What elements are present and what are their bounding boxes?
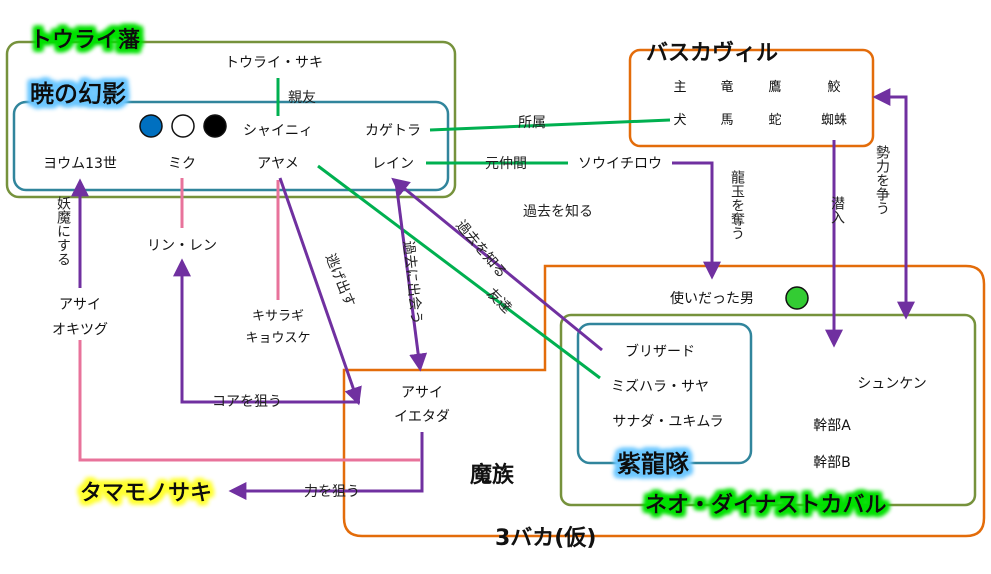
- node-mizuhara: ミズハラ・サヤ: [611, 379, 709, 395]
- tourai-box: [5, 40, 457, 199]
- bask-member: 馬: [720, 113, 733, 128]
- node-kanbu-a: 幹部A: [813, 417, 851, 434]
- label-core: コアを狙う: [212, 394, 282, 410]
- edge-okitsugu-ietada: [78, 340, 420, 462]
- edge-tomodachi: [317, 164, 601, 380]
- edge-core: [173, 258, 360, 404]
- bask-member: 蜘蛛: [821, 113, 847, 128]
- bask-member: 蛇: [768, 113, 781, 128]
- node-kagetora: カゲトラ: [365, 123, 421, 139]
- white-dot: [171, 114, 195, 138]
- label-ryugyoku: 龍玉を奪う: [729, 169, 745, 240]
- group-title-tamamo: タマモノサキ: [80, 481, 212, 506]
- node-tsukai: 使いだった男: [670, 290, 754, 307]
- shiryu-box: [576, 322, 753, 465]
- group-title-akatsuki: 暁の幻影: [30, 80, 126, 108]
- node-blizzard: ブリザード: [625, 343, 695, 360]
- edge-shozoku: [429, 118, 671, 132]
- label-seiryoku: 勢力を争う: [874, 145, 890, 215]
- node-asai-okitsugu-1: アサイ: [59, 297, 101, 313]
- edge-kako-deau: [394, 181, 428, 372]
- label-kako-deau: 過去に出会う: [400, 240, 425, 325]
- edge-kako-shiru: [391, 177, 603, 352]
- neo-box: [559, 313, 977, 507]
- label-youma: 妖魔にする: [55, 196, 71, 266]
- label-nigedasu: 逃げ出す: [322, 252, 358, 310]
- node-shiny: シャイニィ: [243, 123, 313, 139]
- label-chikara: 力を狙う: [304, 484, 360, 500]
- node-rain: レイン: [372, 156, 414, 172]
- group-title-neo: ネオ・ダイナストカバル: [645, 492, 887, 518]
- node-kanbu-b: 幹部B: [813, 454, 851, 471]
- node-kisaragi-2: キョウスケ: [245, 331, 310, 346]
- label-motonakama: 元仲間: [485, 156, 527, 172]
- node-ayame: アヤメ: [257, 156, 299, 172]
- group-title-tourai: トウライ藩: [30, 27, 141, 53]
- green-dot: [785, 286, 809, 310]
- akatsuki-box: [12, 100, 450, 192]
- group-title-baka: 3バカ(仮): [495, 526, 596, 551]
- bask-member: 竜: [720, 80, 733, 95]
- label-kako-shiru2: 過去を知る: [452, 217, 510, 282]
- node-rinren: リン・レン: [147, 238, 217, 254]
- node-asai-okitsugu-2: オキツグ: [52, 322, 108, 338]
- node-sanada: サナダ・ユキムラ: [612, 414, 723, 430]
- edge-ryugyoku: [672, 161, 721, 280]
- label-shinyuu: 親友: [288, 90, 316, 106]
- mazoku-outline: [342, 264, 986, 538]
- node-asai-ietada-2: イエタダ: [394, 409, 450, 425]
- node-asai-ietada-1: アサイ: [401, 385, 443, 401]
- bask-member: 犬: [673, 113, 686, 128]
- label-sennyuu: 潜入: [829, 196, 845, 224]
- node-shunken: シュンケン: [857, 376, 927, 392]
- edge-seiryoku: [872, 88, 915, 320]
- blue-dot: [139, 114, 163, 138]
- node-miku: ミク: [168, 156, 196, 172]
- edge-nigedasu: [278, 177, 362, 406]
- node-soichirou: ソウイチロウ: [578, 156, 662, 172]
- group-title-baskerville: バスカヴィル: [646, 40, 778, 66]
- label-shozoku: 所属: [518, 115, 546, 131]
- group-title-mazoku: 魔族: [470, 462, 515, 488]
- label-tomodachi: 友達: [483, 286, 514, 317]
- bask-member: 主: [673, 80, 686, 95]
- group-title-shiryu: 紫龍隊: [617, 450, 690, 478]
- node-saki: トウライ・サキ: [225, 55, 323, 71]
- bask-member: 鷹: [768, 80, 781, 95]
- black-dot: [203, 114, 227, 138]
- bask-member: 鮫: [827, 80, 840, 95]
- node-kisaragi-1: キサラギ: [252, 309, 304, 324]
- node-youmu: ヨウム13世: [43, 156, 117, 172]
- label-kako-shiru: 過去を知る: [523, 203, 593, 220]
- edge-chikara: [228, 432, 424, 500]
